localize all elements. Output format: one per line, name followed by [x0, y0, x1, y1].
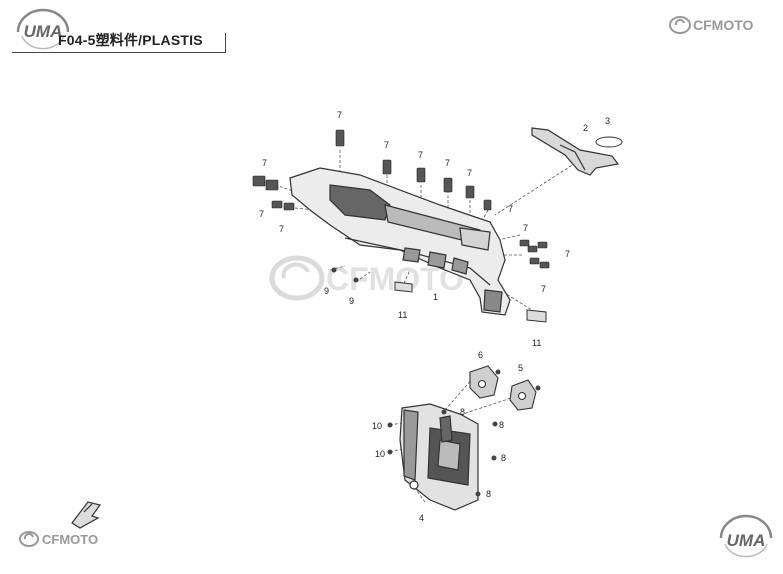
- part-10-screws: [387, 422, 393, 455]
- part-11-clips: [394, 281, 547, 323]
- part-5-bracket: [509, 379, 537, 411]
- callout-9: 9: [324, 286, 329, 296]
- callout-7: 7: [445, 158, 450, 168]
- cfmoto-logo-bottom-left: CFMOTO: [18, 529, 128, 549]
- callout-6: 6: [478, 350, 483, 360]
- cfmoto-emblem-icon: [669, 16, 691, 34]
- uma-logo-bottom-right: UMA: [715, 514, 777, 562]
- cfmoto-logo-top-right: CFMOTO: [668, 14, 780, 36]
- callout-7: 7: [262, 158, 267, 168]
- callout-3: 3: [605, 116, 610, 126]
- cfmoto-logo-text: CFMOTO: [42, 532, 98, 547]
- callout-7: 7: [541, 284, 546, 294]
- callout-8: 8: [501, 453, 506, 463]
- callout-4: 4: [419, 513, 424, 523]
- header-underline: [12, 52, 226, 53]
- header-divider: [225, 33, 226, 53]
- uma-logo-top-left: UMA: [12, 6, 74, 50]
- callout-9: 9: [349, 296, 354, 306]
- callout-7: 7: [523, 223, 528, 233]
- part-4-lower-panel: [399, 403, 479, 511]
- callout-2: 2: [583, 123, 588, 133]
- callout-1: 1: [433, 292, 438, 302]
- callout-5: 5: [518, 363, 523, 373]
- part-2-bracket: [531, 127, 620, 176]
- part-9-screws: [331, 267, 359, 283]
- callout-7: 7: [565, 249, 570, 259]
- part-6-bracket: [469, 365, 499, 399]
- uma-logo-emblem: UMA: [16, 8, 70, 50]
- uma-logo-text: UMA: [24, 22, 63, 41]
- page-title: F04-5塑料件/PLASTIS: [58, 32, 203, 48]
- callout-7: 7: [508, 204, 513, 214]
- callout-7: 7: [384, 140, 389, 150]
- part-3-sticker: [595, 136, 623, 148]
- callout-7: 7: [467, 168, 472, 178]
- cfmoto-emblem-icon: [19, 531, 39, 547]
- callout-7: 7: [337, 110, 342, 120]
- callout-11: 11: [532, 338, 541, 348]
- front-direction-arrow-icon: [71, 501, 102, 529]
- callout-7: 7: [279, 224, 284, 234]
- callout-8: 8: [499, 420, 504, 430]
- fasteners-7: [252, 129, 550, 269]
- callout-11: 11: [398, 310, 407, 320]
- uma-logo-text: UMA: [727, 531, 766, 550]
- part-1-front-panel: [289, 167, 511, 316]
- callout-labels: 7 7 7 7 7 7 7 7 7 7 7 2 3 1 9 9 11 11 7 …: [259, 110, 610, 523]
- callout-8: 8: [460, 407, 465, 417]
- callout-10: 10: [375, 449, 385, 459]
- callout-10: 10: [372, 421, 382, 431]
- part-8-screws: [441, 369, 541, 497]
- callout-7: 7: [259, 209, 264, 219]
- callout-7: 7: [418, 150, 423, 160]
- cfmoto-logo-text: CFMOTO: [693, 17, 754, 33]
- callout-8: 8: [486, 489, 491, 499]
